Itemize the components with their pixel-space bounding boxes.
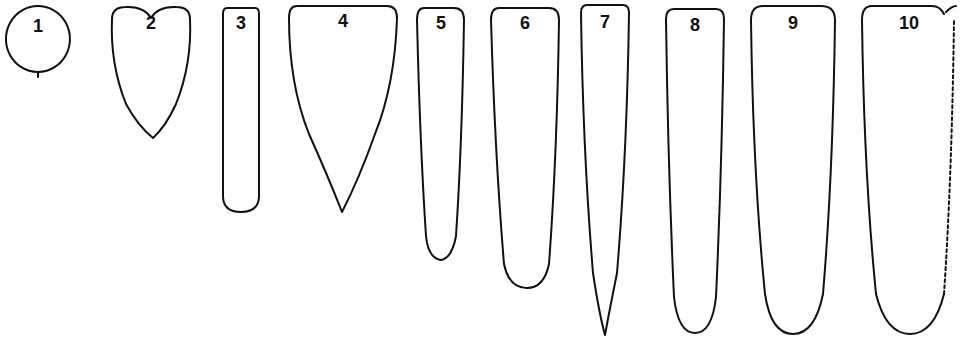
- outline-shape: [579, 3, 631, 339]
- outline-path: [944, 20, 954, 294]
- outline-shape: [4, 4, 72, 78]
- outline-path: [751, 6, 835, 334]
- outline-shape: [414, 6, 468, 264]
- figure-number: 4: [287, 12, 399, 32]
- figure-number: 6: [489, 14, 561, 34]
- figure-number: 1: [4, 17, 72, 37]
- outline-path: [491, 8, 559, 288]
- figure-number: 3: [221, 14, 261, 34]
- outline-shape: [749, 4, 837, 338]
- specimen-outline: 6: [489, 6, 561, 292]
- figure-number: 9: [749, 14, 837, 34]
- outline-path: [581, 5, 629, 335]
- specimen-outline: 4: [287, 4, 399, 216]
- figure-number: 2: [108, 14, 194, 34]
- outline-shape: [860, 4, 958, 338]
- figure-number: 10: [860, 14, 958, 34]
- specimen-outline: 8: [664, 7, 726, 337]
- specimen-outline: 9: [749, 4, 837, 338]
- outline-shape: [489, 6, 561, 292]
- outline-shape: [221, 6, 261, 216]
- specimen-outline: 3: [221, 6, 261, 216]
- figure-number: 7: [579, 13, 631, 33]
- outline-shape: [664, 7, 726, 337]
- outline-path: [37, 72, 39, 77]
- outline-path: [666, 9, 724, 333]
- outline-path: [289, 6, 397, 212]
- specimen-outline: 10: [860, 4, 958, 338]
- outline-path: [6, 6, 70, 72]
- specimen-outline: 1: [4, 4, 72, 78]
- outline-path: [223, 8, 259, 212]
- outline-shape: [287, 4, 399, 216]
- outline-path: [417, 8, 464, 260]
- figure-number: 5: [414, 14, 468, 34]
- specimen-outline: 7: [579, 3, 631, 339]
- figure-number: 8: [664, 16, 726, 36]
- specimen-outline: 5: [414, 6, 468, 264]
- outline-path: [862, 6, 956, 334]
- specimen-outline: 2: [108, 4, 194, 142]
